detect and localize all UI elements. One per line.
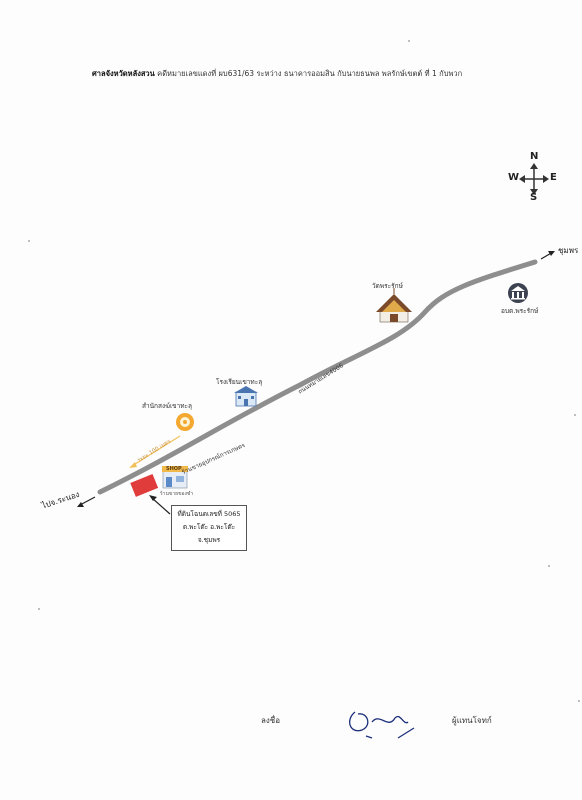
school-label: โรงเรียนเขาทะลุ bbox=[216, 378, 263, 386]
shop-icon bbox=[162, 466, 188, 489]
arrow-to-chumphon bbox=[540, 251, 555, 260]
scan-speck bbox=[38, 608, 40, 610]
case-text: คดีหมายเลขแดงที่ ผบ631/63 ระหว่าง ธนาคาร… bbox=[157, 69, 463, 78]
scan-speck bbox=[408, 40, 410, 42]
pointer-arrow bbox=[149, 495, 171, 515]
sao-building-icon bbox=[508, 283, 528, 303]
parcel-subdistrict: ต.พะโต๊ะ อ.พะโต๊ะ bbox=[182, 523, 236, 531]
temple-label: วัดพระรักษ์ bbox=[372, 282, 403, 290]
scan-speck bbox=[578, 700, 580, 702]
scan-speck bbox=[574, 414, 576, 416]
parcel-info-box: ที่ดินโฉนดเลขที่ 5065 ต.พะโต๊ะ อ.พะโต๊ะ … bbox=[171, 505, 247, 551]
signature-label: ลงชื่อ bbox=[261, 716, 281, 725]
signature-role: ผู้แทนโจทก์ bbox=[452, 716, 492, 725]
shop-label: ร้านขายของชำ bbox=[160, 491, 194, 497]
scan-speck bbox=[28, 240, 30, 242]
compass-icon bbox=[519, 163, 549, 195]
compass-s: S bbox=[530, 192, 538, 203]
parcel-province: จ.ชุมพร bbox=[197, 536, 221, 544]
office-label: สำนักสงฆ์เขาทะลุ bbox=[142, 402, 193, 410]
shop-sign-label: SHOP bbox=[166, 466, 182, 472]
parcel-deed-number: ที่ดินโฉนดเลขที่ 5065 bbox=[177, 510, 241, 518]
document-header: ศาลจังหวัดหลังสวน คดีหมายเลขแดงที่ ผบ631… bbox=[92, 68, 552, 80]
court-name: ศาลจังหวัดหลังสวน bbox=[92, 69, 155, 78]
school-icon bbox=[234, 386, 258, 407]
office-sun-icon bbox=[176, 413, 194, 431]
signature-scribble bbox=[349, 711, 415, 739]
parcel-marker bbox=[130, 474, 159, 497]
label-to-chumphon: ชุมพร bbox=[558, 246, 579, 255]
arrow-to-ranong bbox=[77, 496, 96, 507]
compass-e: E bbox=[550, 172, 557, 183]
distance-arrow bbox=[129, 435, 181, 468]
temple-icon bbox=[376, 288, 412, 323]
scan-speck bbox=[548, 565, 550, 567]
sao-label: อบต.พระรักษ์ bbox=[501, 307, 539, 315]
compass-rose: N S W E bbox=[494, 151, 574, 204]
compass-w: W bbox=[508, 172, 520, 183]
compass-n: N bbox=[530, 151, 539, 162]
road-4006 bbox=[97, 259, 538, 495]
